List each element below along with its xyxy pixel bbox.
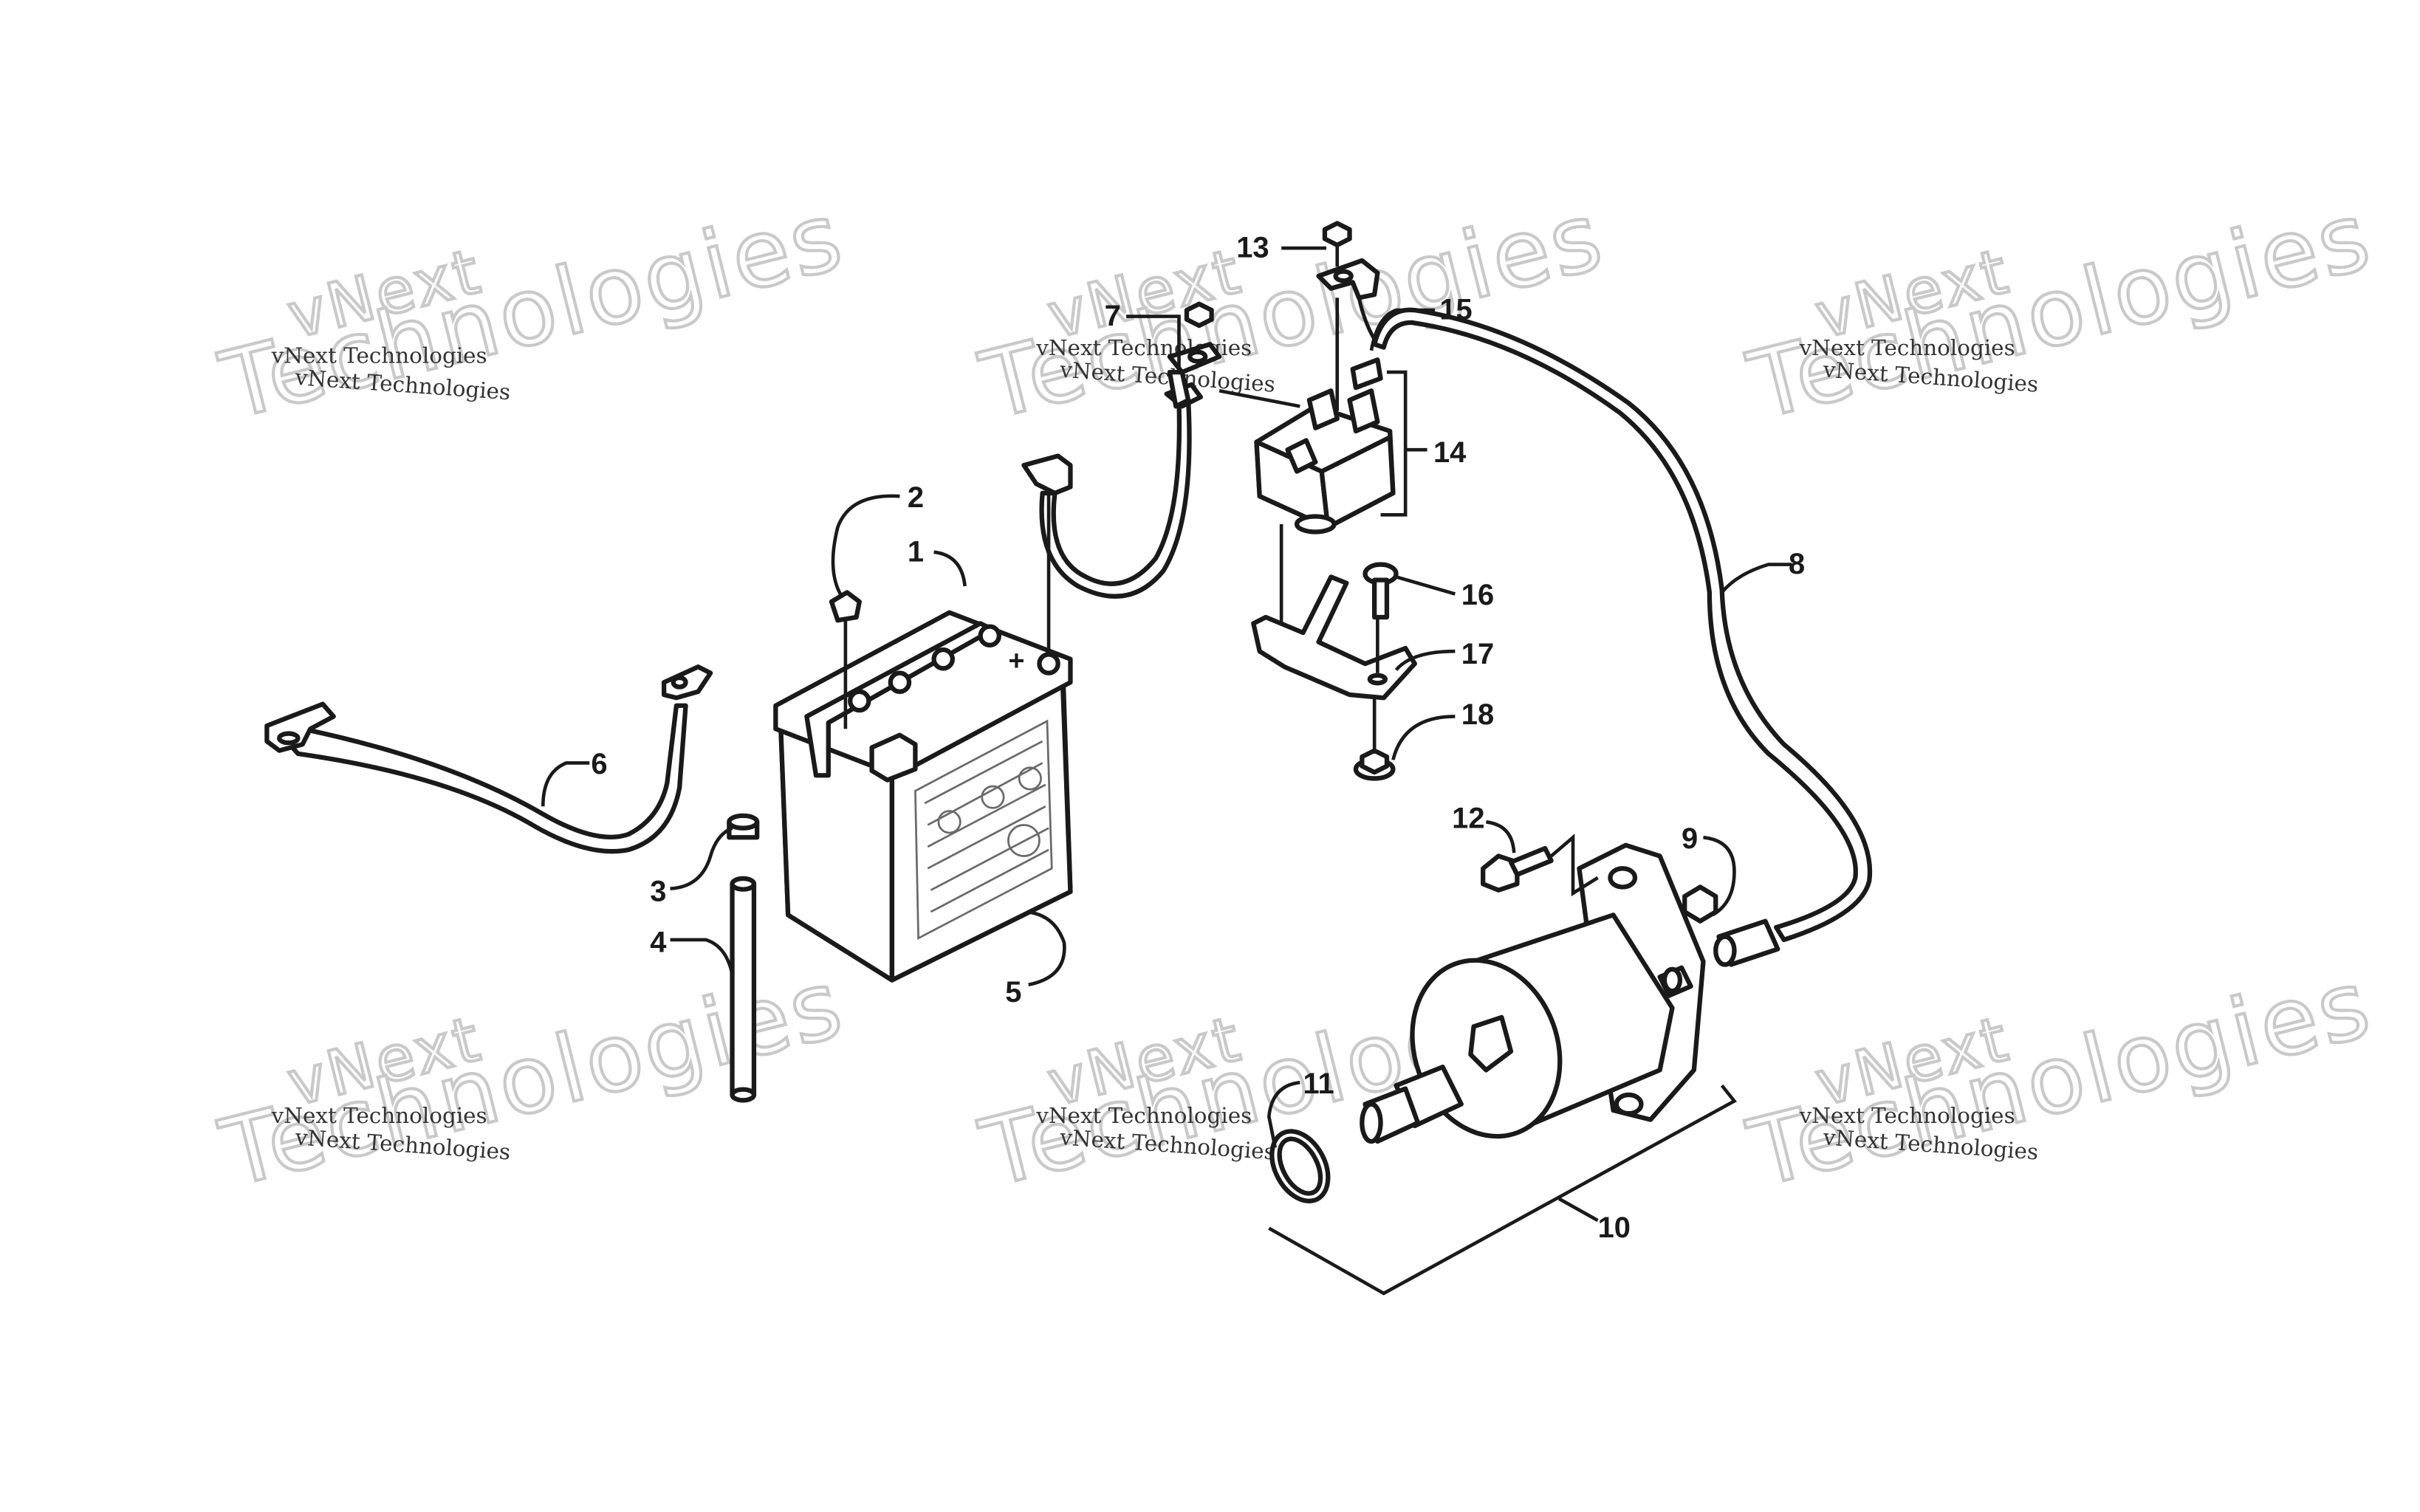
callout-18: 18: [1461, 698, 1494, 731]
starter-cable: [1372, 307, 1873, 967]
callout-14: 14: [1433, 436, 1466, 469]
vent-fitting: [727, 813, 760, 840]
watermark-bottom-right: Technologies vNext vNext Technologies vN…: [1738, 947, 2384, 1209]
vent-cap: [931, 647, 955, 671]
mount-hole: [1614, 1092, 1644, 1116]
bolt: [1362, 562, 1399, 620]
positive-sign: +: [1008, 645, 1024, 676]
callout-numbers: 1 2 3 4 5 6 7 8 9 10 11 12 13 14 15 16 1…: [591, 232, 1805, 1245]
negative-terminal: [869, 732, 918, 783]
o-ring: [1269, 1129, 1331, 1203]
mount-hole: [1608, 866, 1638, 890]
starter-bolt: [1481, 845, 1554, 893]
callout-6: 6: [591, 748, 607, 780]
watermark-bottom-left: Technologies vNext vNext Technologies vN…: [210, 947, 856, 1209]
battery: +: [773, 610, 1073, 983]
vent-cap: [978, 624, 1001, 647]
callout-11: 11: [1303, 1068, 1334, 1100]
callout-4: 4: [650, 927, 666, 959]
relay-post: [1306, 388, 1340, 430]
battery-lid: [773, 610, 1073, 778]
vent-tube: [730, 876, 757, 1103]
callout-9: 9: [1682, 822, 1698, 855]
callout-5: 5: [1005, 976, 1021, 1008]
callout-13: 13: [1236, 232, 1269, 264]
watermark-top-center: Technologies vNext vNext Technologies vN…: [970, 179, 1616, 441]
relay-post: [1347, 388, 1380, 434]
callout-15: 15: [1439, 294, 1472, 326]
lug-hole: [671, 675, 688, 690]
watermark-top-right: Technologies vNext vNext Technologies vN…: [1738, 179, 2384, 441]
hex-nut: [1184, 301, 1214, 329]
watermark-label: vNext Technologies: [1035, 1103, 1252, 1128]
callout-1: 1: [908, 535, 924, 568]
callout-8: 8: [1789, 548, 1805, 580]
callout-7: 7: [1105, 300, 1121, 332]
vent-cap: [848, 689, 871, 713]
callout-2: 2: [908, 481, 924, 514]
cable-terminal-lug: [1021, 453, 1073, 496]
terminal-bolt: [829, 590, 862, 623]
flange-nut: [1353, 748, 1396, 781]
callout-16: 16: [1461, 579, 1494, 611]
terminal-nut: [1682, 884, 1718, 924]
terminal-hole: [277, 731, 301, 746]
relay-bracket: [1251, 574, 1417, 701]
negative-cable: [264, 664, 713, 854]
fuse: [1350, 357, 1383, 391]
watermark-top-left: Technologies vNext vNext Technologies vN…: [210, 179, 856, 441]
callout-3: 3: [650, 875, 666, 907]
callout-17: 17: [1461, 638, 1494, 670]
starter-solenoid: [1254, 388, 1396, 535]
vent-cap: [888, 670, 912, 694]
watermark-label: vNext Technologies: [271, 343, 487, 368]
watermark-label: vNext Technologies: [271, 1103, 487, 1128]
positive-terminal: [1037, 652, 1060, 676]
callout-10: 10: [1598, 1212, 1631, 1244]
pinion-teeth: [1360, 1102, 1383, 1144]
starter-motor: [1360, 842, 1706, 1144]
watermark-label: vNext Technologies: [1799, 335, 2015, 360]
callout-12: 12: [1452, 803, 1484, 835]
watermark-label: vNext Technologies: [1799, 1103, 2015, 1128]
positive-cable: [1021, 342, 1222, 599]
leader-lines: [541, 244, 1792, 1296]
battery-warning-label: [914, 719, 1053, 941]
hex-nut: [1322, 221, 1352, 248]
